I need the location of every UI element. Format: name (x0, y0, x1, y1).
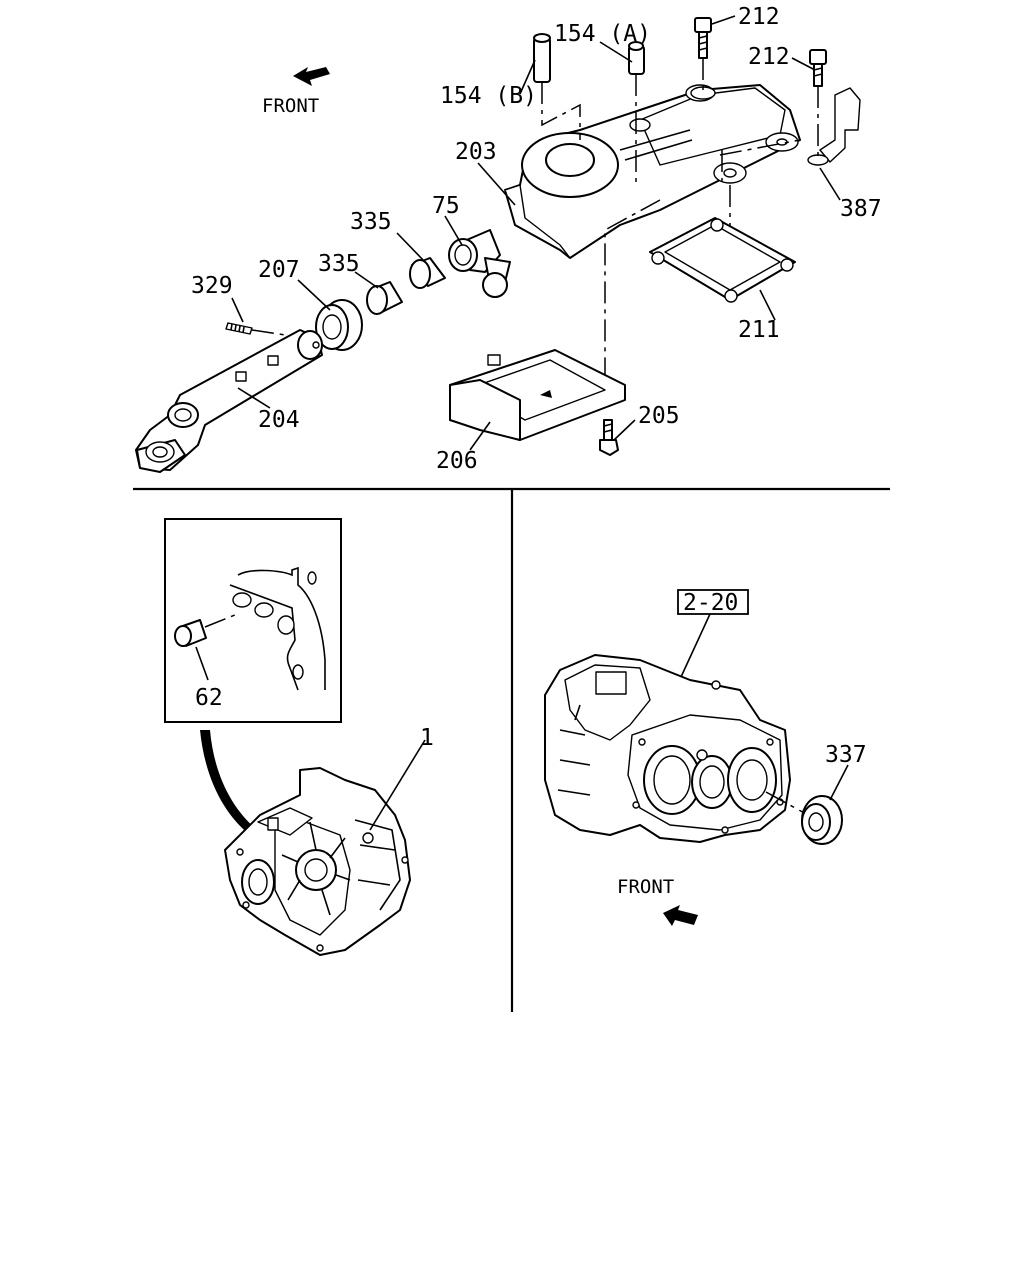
label-154b: 154 (B) (440, 83, 537, 109)
front-label-bottom: FRONT (617, 876, 674, 898)
front-arrow-icon (663, 905, 698, 926)
label-335-b: 335 (318, 251, 360, 277)
bolt-212-a (694, 17, 712, 59)
oil-seal-337 (801, 764, 849, 845)
ref-box-2-20 (677, 589, 749, 615)
sleeve-75 (448, 229, 511, 298)
label-337: 337 (825, 742, 867, 768)
bushing-335-b (366, 281, 403, 315)
inset-pointer (200, 730, 255, 835)
label-1: 1 (420, 725, 434, 751)
bushing-335-a (409, 257, 446, 289)
pin-154b (533, 33, 551, 83)
front-arrow-icon (293, 67, 330, 86)
label-154a: 154 (A) (554, 21, 651, 47)
label-207: 207 (258, 257, 300, 283)
transmission-case-2 (544, 654, 809, 843)
shift-lever-204 (135, 329, 323, 473)
label-75: 75 (432, 193, 460, 219)
label-329: 329 (191, 273, 233, 299)
shifter-housing (504, 84, 861, 259)
bearing-207 (315, 299, 363, 351)
label-206: 206 (436, 448, 478, 474)
label-211: 211 (738, 317, 780, 343)
label-387: 387 (840, 196, 882, 222)
transmission-case-1 (224, 739, 426, 956)
detail-inset (164, 518, 342, 723)
label-212-b: 212 (748, 44, 790, 70)
label-204: 204 (258, 407, 300, 433)
alignment-line (541, 82, 581, 140)
leader-lines-top (231, 15, 841, 451)
gasket-211 (649, 217, 796, 303)
label-203: 203 (455, 139, 497, 165)
label-ref-2-20: 2-20 (683, 590, 738, 616)
front-label-top: FRONT (262, 95, 319, 117)
label-62: 62 (195, 685, 223, 711)
cover-206 (449, 349, 626, 441)
label-335-a: 335 (350, 209, 392, 235)
label-205: 205 (638, 403, 680, 429)
bolt-205 (599, 419, 619, 456)
label-212-a: 212 (738, 4, 780, 30)
